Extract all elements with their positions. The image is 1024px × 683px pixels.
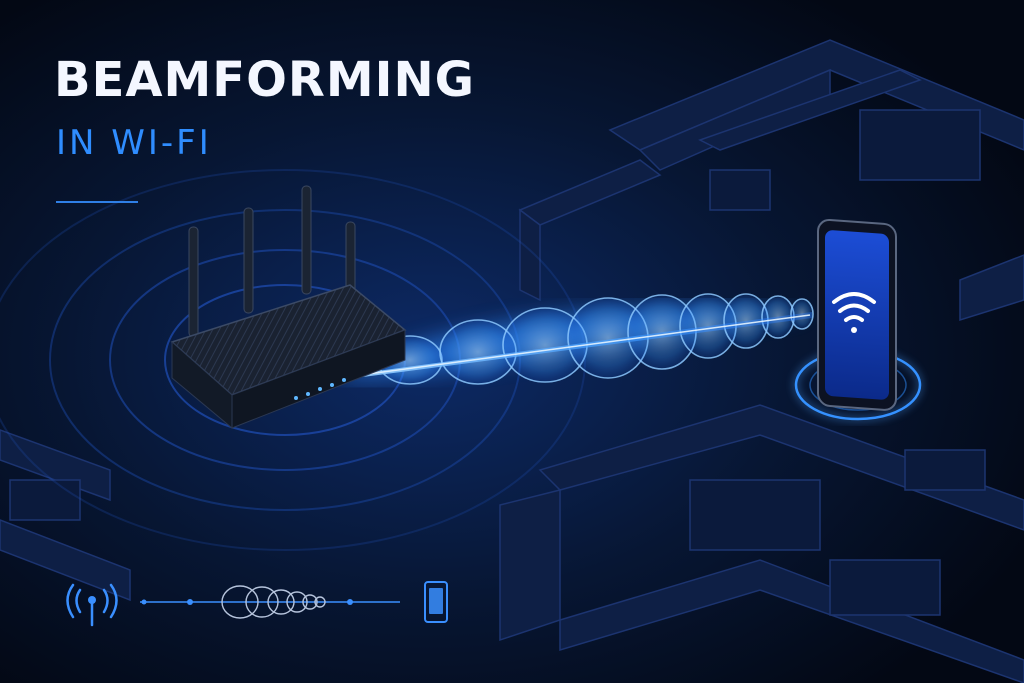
beam-lobes: [377, 293, 814, 385]
floorplan-walls: [0, 39, 1024, 683]
page-subtitle: IN WI-FI: [56, 123, 212, 163]
legend-beam-lobes: [221, 585, 326, 619]
page-title: BEAMFORMING: [54, 52, 476, 108]
smartphone: [817, 219, 897, 411]
antenna-broadcast-icon: [66, 583, 118, 627]
router: [170, 185, 407, 430]
wifi-icon: [832, 292, 876, 333]
title-divider: [56, 201, 138, 203]
smartphone-icon: [424, 581, 448, 623]
legend-diagram: [66, 581, 448, 627]
